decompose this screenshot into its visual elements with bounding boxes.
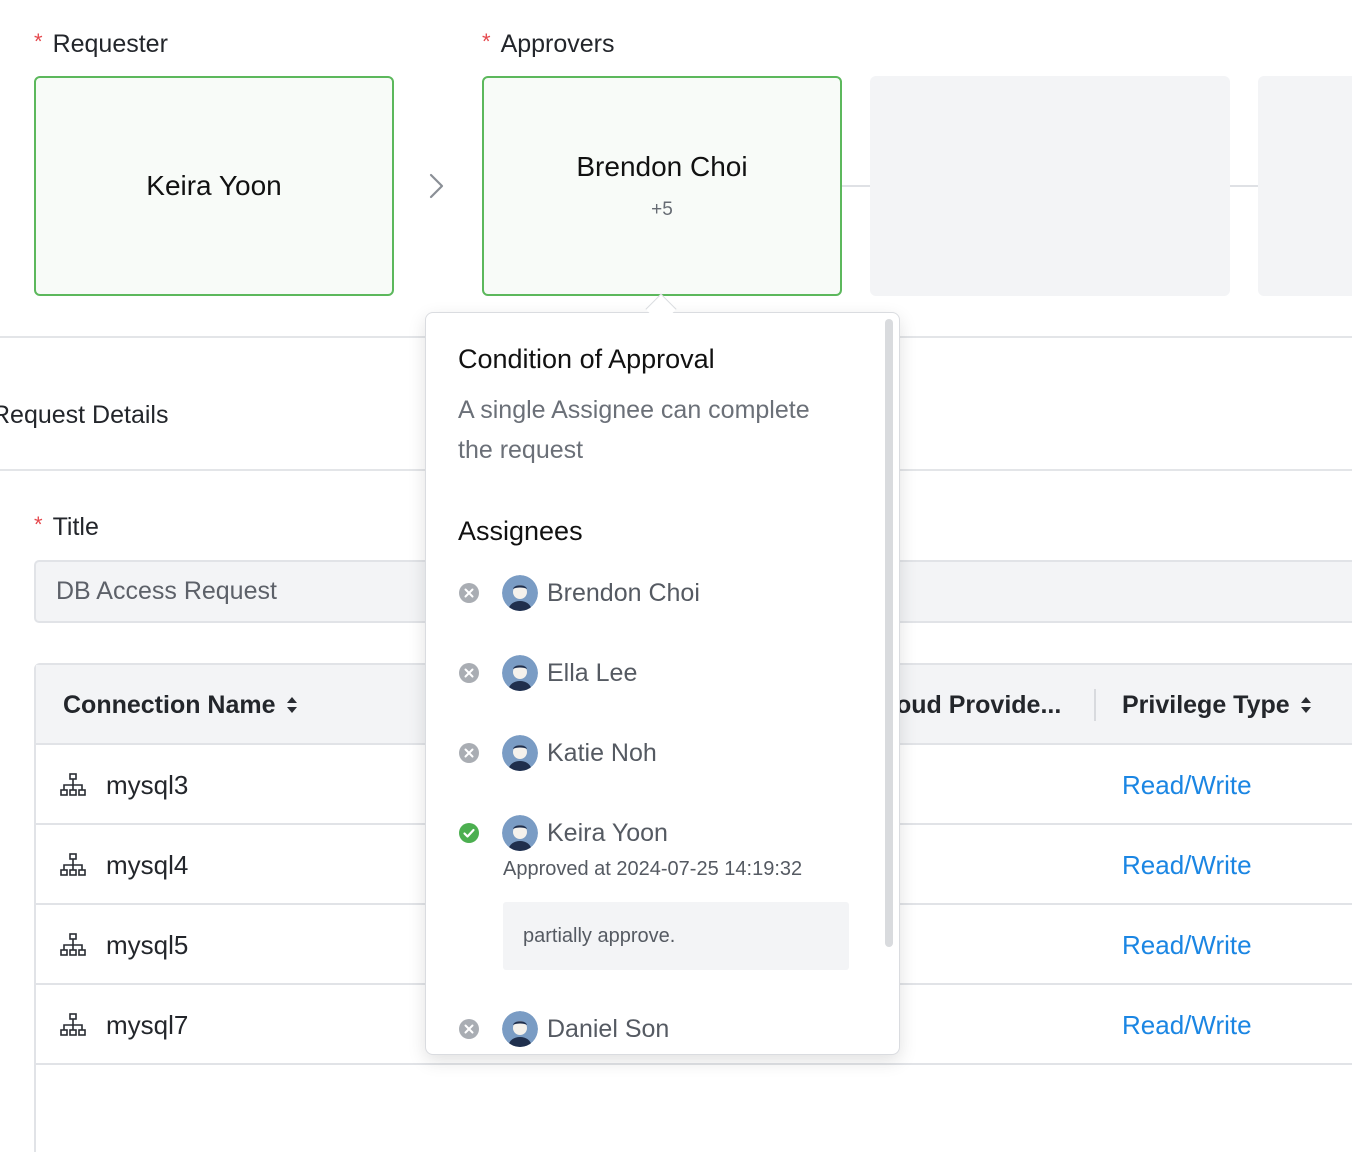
- connection-name: mysql5: [106, 929, 189, 960]
- assignee-item: Katie Noh: [458, 733, 657, 773]
- title-input-value: DB Access Request: [56, 577, 277, 605]
- approver-more-count: +5: [651, 199, 673, 220]
- pending-status-icon: [459, 583, 479, 603]
- avatar: [502, 655, 538, 691]
- approver-first-name: Brendon Choi: [576, 151, 748, 182]
- assignee-item: Brendon Choi: [458, 573, 700, 613]
- requester-card[interactable]: Keira Yoon: [34, 76, 394, 296]
- condition-description: A single Assignee can complete the reque…: [458, 396, 810, 464]
- title-label: * Title: [34, 511, 99, 542]
- column-header-label: oud Provide...: [896, 690, 1062, 719]
- pending-status-icon: [459, 663, 479, 683]
- assignee-item: Ella Lee: [458, 653, 637, 693]
- assignee-name: Brendon Choi: [547, 578, 700, 607]
- assignee-name: Daniel Son: [547, 1014, 670, 1043]
- avatar: [502, 815, 538, 851]
- required-marker: *: [482, 28, 491, 54]
- pending-status-icon: [459, 743, 479, 763]
- connection-hierarchy-icon: [60, 933, 86, 956]
- avatar: [502, 735, 538, 771]
- assignee-name: Ella Lee: [547, 658, 638, 687]
- sort-icon[interactable]: [1300, 696, 1312, 714]
- condition-title: Condition of Approval: [458, 344, 715, 374]
- privilege-link[interactable]: Read/Write: [1122, 769, 1252, 800]
- required-marker: *: [34, 511, 43, 537]
- approvers-label: * Approvers: [482, 28, 615, 59]
- approvers-label-text: Approvers: [500, 30, 615, 58]
- requester-name: Keira Yoon: [146, 170, 282, 201]
- column-header-cloud-provider[interactable]: oud Provide...: [896, 665, 1061, 745]
- requester-label: * Requester: [34, 28, 168, 59]
- connection-name: mysql7: [106, 1009, 189, 1040]
- privilege-link[interactable]: Read/Write: [1122, 1009, 1252, 1040]
- column-divider[interactable]: [1094, 689, 1096, 721]
- column-header-connection-name[interactable]: Connection Name: [63, 665, 298, 745]
- connection-name: mysql4: [106, 849, 189, 880]
- assignees-title: Assignees: [458, 516, 583, 546]
- request-details-title: Request Details: [0, 401, 169, 429]
- approver-step-placeholder: [870, 76, 1230, 296]
- connection-hierarchy-icon: [60, 1013, 86, 1036]
- column-header-label: Connection Name: [63, 690, 276, 719]
- approval-comment: partially approve.: [503, 902, 849, 970]
- connection-hierarchy-icon: [60, 853, 86, 876]
- requester-label-text: Requester: [52, 30, 168, 58]
- required-marker: *: [34, 28, 43, 54]
- assignee-name: Keira Yoon: [547, 818, 668, 847]
- step-connector: [842, 185, 870, 187]
- column-header-privilege-type[interactable]: Privilege Type: [1122, 665, 1312, 745]
- connection-name: mysql3: [106, 769, 189, 800]
- chevron-right-icon: [429, 173, 444, 199]
- privilege-link[interactable]: Read/Write: [1122, 849, 1252, 880]
- assignee-item: Keira Yoon: [458, 813, 668, 853]
- approver-step-placeholder: [1258, 76, 1352, 296]
- sort-icon[interactable]: [286, 696, 298, 714]
- pending-status-icon: [459, 1019, 479, 1039]
- approval-comment-text: partially approve.: [523, 924, 676, 947]
- popover-scrollbar[interactable]: [885, 319, 893, 947]
- connection-hierarchy-icon: [60, 773, 86, 796]
- approval-popover[interactable]: Condition of Approval A single Assignee …: [425, 312, 900, 1055]
- approver-step-card[interactable]: Brendon Choi +5: [482, 76, 842, 296]
- privilege-link[interactable]: Read/Write: [1122, 929, 1252, 960]
- approved-timestamp: Approved at 2024-07-25 14:19:32: [503, 858, 803, 880]
- assignee-item: Daniel Son: [458, 1009, 669, 1049]
- step-connector: [1230, 185, 1258, 187]
- approved-check-icon: [459, 823, 479, 843]
- avatar: [502, 1011, 538, 1047]
- assignee-name: Katie Noh: [547, 738, 657, 767]
- table-row[interactable]: mysql7 Read/Write: [36, 985, 1352, 1065]
- title-label-text: Title: [52, 513, 99, 541]
- column-header-label: Privilege Type: [1122, 690, 1290, 719]
- avatar: [502, 575, 538, 611]
